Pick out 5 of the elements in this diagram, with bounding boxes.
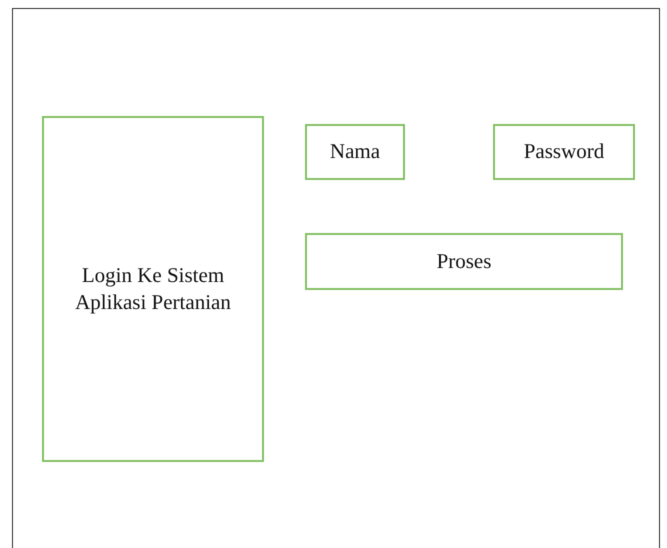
process-button: Proses [305,233,623,290]
heading-panel: Login Ke Sistem Aplikasi Pertanian [42,116,264,462]
name-field: Nama [305,124,405,180]
password-field: Password [493,124,635,180]
window-frame [12,8,660,548]
